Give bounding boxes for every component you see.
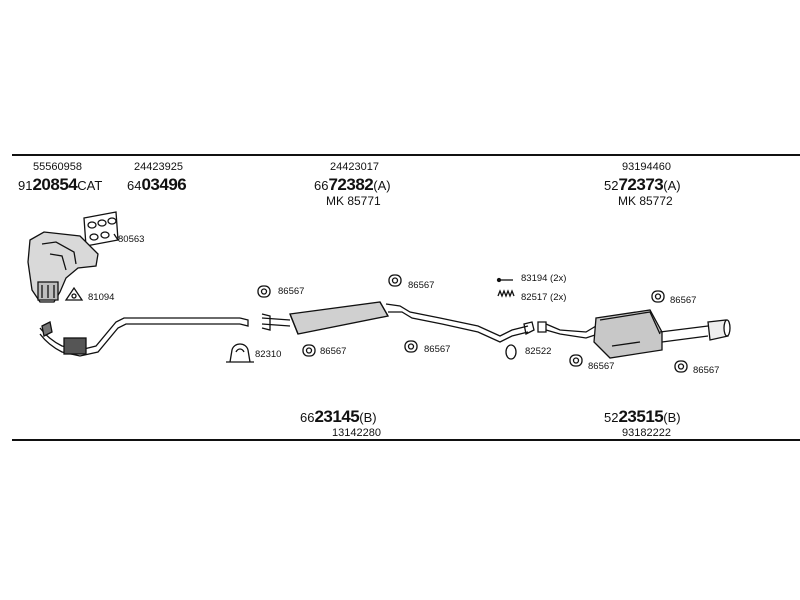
label-hanger-d: 86567 [424, 344, 451, 355]
ref3-mk-number: MK 85771 [326, 194, 381, 208]
ref1-part-number: 9120854CAT [18, 175, 102, 195]
ref2-top-number: 24423925 [134, 161, 183, 173]
spring-icon [497, 289, 515, 298]
manifold-catalyst-icon [27, 231, 99, 303]
ref2-part-number: 6403496 [127, 175, 187, 195]
label-triangle-gasket: 81094 [88, 292, 115, 303]
ref2-bold: 03496 [141, 175, 187, 194]
footer-left-prefix: 66 [300, 410, 315, 425]
label-hanger-b: 86567 [320, 346, 347, 357]
ref4-mk-number: MK 85772 [618, 194, 673, 208]
ref3-prefix: 66 [314, 178, 329, 193]
footer-right-prefix: 52 [604, 410, 619, 425]
ref3-suffix: (A) [373, 178, 391, 193]
label-hanger-g: 86567 [693, 365, 720, 376]
label-gasket: 80563 [118, 234, 145, 245]
ref3-top-number: 24423017 [330, 161, 379, 173]
footer-right-part-number: 5223515(B) [604, 407, 681, 427]
ref1-prefix: 91 [18, 178, 33, 193]
footer-left-bold: 23145 [314, 407, 360, 426]
label-clamp: 82310 [255, 349, 282, 360]
ref4-bold: 72373 [618, 175, 664, 194]
manifold-gasket-icon [83, 211, 119, 247]
ref4-top-number: 93194460 [622, 161, 671, 173]
downpipe-icon [39, 317, 249, 357]
top-rule [12, 154, 800, 156]
label-hanger-e: 86567 [670, 295, 697, 306]
clamp-icon [226, 343, 254, 363]
rubber-hanger-icon [257, 274, 688, 373]
ref4-prefix: 52 [604, 178, 619, 193]
ref1-bold: 20854 [32, 175, 78, 194]
label-spring: 82517 (2x) [521, 292, 567, 303]
bottom-rule [12, 439, 800, 441]
bolt-icon [496, 277, 513, 283]
footer-right-suffix: (B) [663, 410, 681, 425]
label-hanger-c: 86567 [408, 280, 435, 291]
ref1-suffix: CAT [77, 178, 103, 193]
ref2-prefix: 64 [127, 178, 142, 193]
rear-silencer-icon [537, 309, 731, 359]
center-silencer-icon [261, 301, 535, 343]
footer-left-suffix: (B) [359, 410, 377, 425]
triangle-gasket-icon [64, 286, 84, 301]
footer-left-sub-number: 13142280 [332, 427, 381, 439]
ref4-part-number: 5272373(A) [604, 175, 681, 195]
label-seal-ring: 82522 [525, 346, 552, 357]
ref3-part-number: 6672382(A) [314, 175, 391, 195]
label-bolt-spring: 83194 (2x) [521, 273, 567, 284]
label-hanger-a: 86567 [278, 286, 305, 297]
ref3-bold: 72382 [328, 175, 374, 194]
seal-ring-icon [505, 344, 517, 360]
label-hanger-f: 86567 [588, 361, 615, 372]
footer-right-sub-number: 93182222 [622, 427, 671, 439]
ref1-top-number: 55560958 [33, 161, 82, 173]
footer-right-bold: 23515 [618, 407, 664, 426]
ref4-suffix: (A) [663, 178, 681, 193]
footer-left-part-number: 6623145(B) [300, 407, 377, 427]
